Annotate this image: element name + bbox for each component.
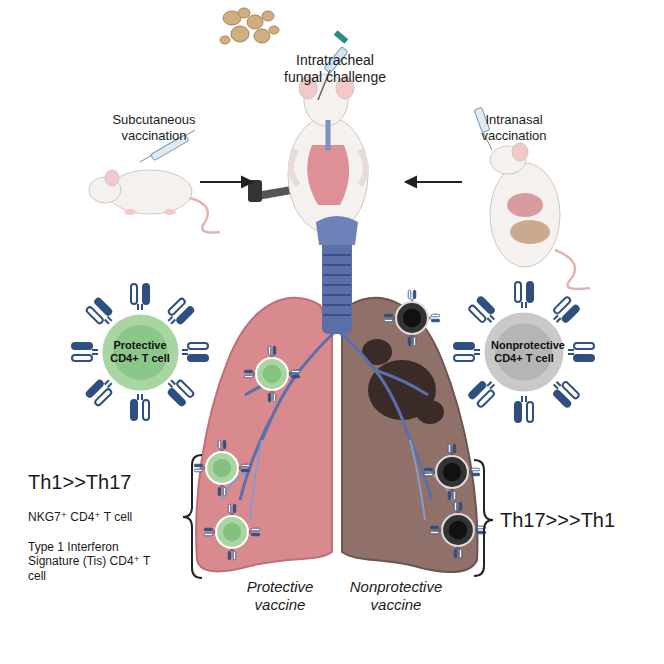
yeast xyxy=(220,8,279,44)
route-label: Intranasal vaccination xyxy=(462,112,566,143)
cell-label: Protective CD4+ T cell xyxy=(107,339,173,364)
title-label: Intratracheal fungal challenge xyxy=(282,52,388,86)
lungs xyxy=(196,216,477,572)
vaccine-label: Nonprotective vaccine xyxy=(340,578,452,614)
brackets xyxy=(183,455,493,578)
ratio-label: Th17>>>Th1 xyxy=(500,508,640,532)
arrows xyxy=(200,177,462,187)
t-cell-circle: Protective CD4+ T cell xyxy=(100,312,181,393)
receptors xyxy=(72,282,594,422)
cell-label: Nonprotective CD4+ T cell xyxy=(491,339,557,364)
route-label: Subcutaneous vaccination xyxy=(95,112,213,143)
cell-label: Type 1 Interferon Signature (Tis) CD4⁺ T… xyxy=(28,540,158,583)
cell-label: NKG7⁺ CD4⁺ T cell xyxy=(28,510,178,524)
ratio-label: Th1>>Th17 xyxy=(28,470,178,494)
small-cells xyxy=(194,290,485,559)
vaccine-label: Protective vaccine xyxy=(232,578,328,614)
t-cell-circle: Nonprotective CD4+ T cell xyxy=(482,310,566,394)
